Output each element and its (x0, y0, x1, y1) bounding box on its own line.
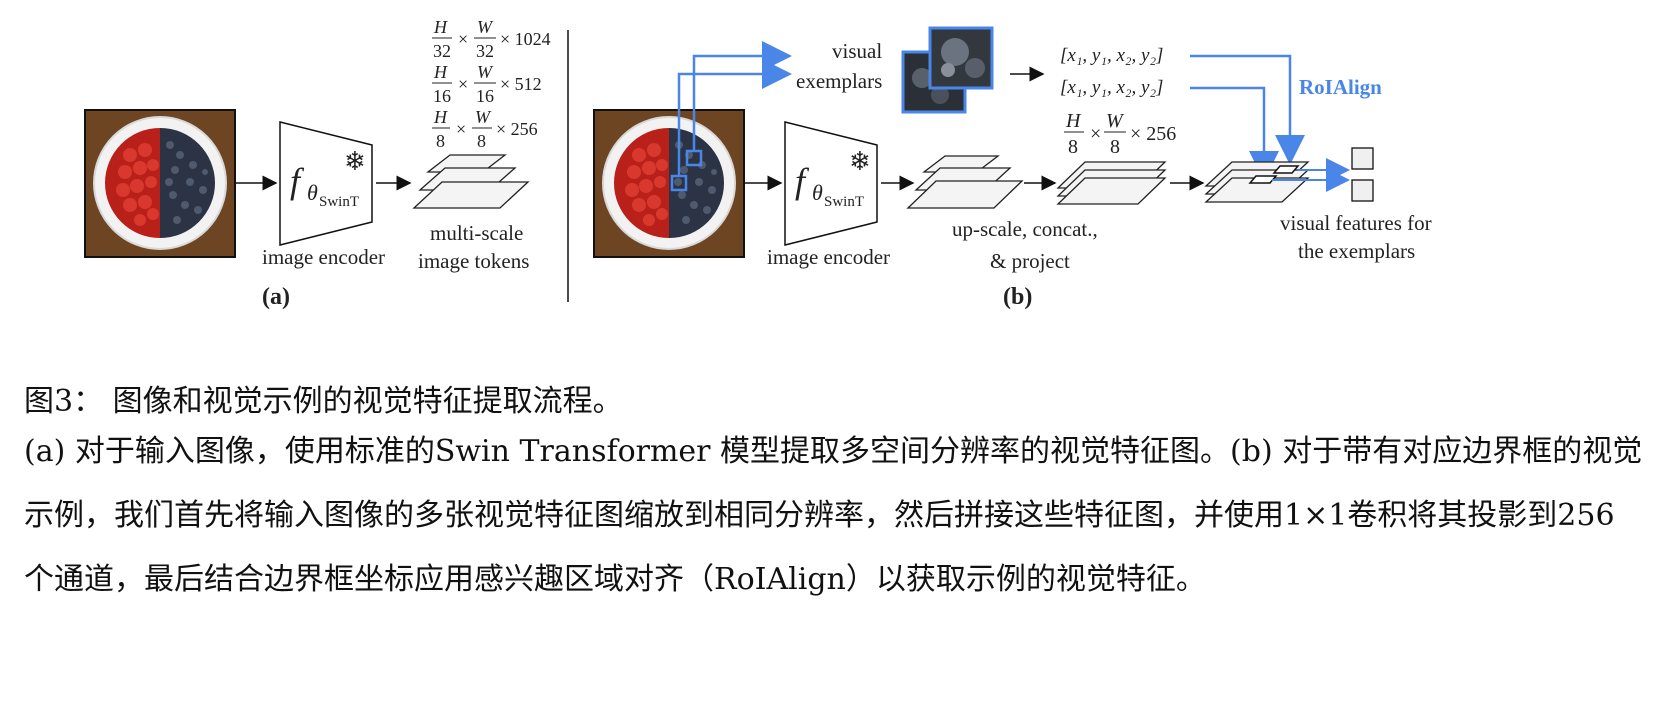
svg-text:×: × (458, 29, 468, 49)
svg-text:×: × (1090, 123, 1101, 145)
snowflake-icon: ❄ (849, 147, 871, 176)
svg-text:H: H (433, 17, 448, 37)
bbox-coords-1: [x₁, y₁, x₂, y₂] (1060, 45, 1163, 66)
svg-text:θ: θ (307, 180, 318, 205)
roi-feature-maps (1204, 161, 1310, 203)
image-encoder-label-a: image encoder (262, 245, 385, 269)
figure-caption-body: (a) 对于输入图像，使用标准的Swin Transformer 模型提取多空间… (24, 434, 1643, 597)
svg-text:image tokens: image tokens (418, 249, 529, 273)
bbox-coords-2: [x₁, y₁, x₂, y₂] (1060, 77, 1163, 98)
svg-text:θ: θ (812, 180, 823, 205)
multi-scale-label: multi-scale (430, 221, 523, 245)
input-image-b (593, 109, 745, 258)
svg-text:W: W (477, 62, 494, 82)
roialign-label: RoIAlign (1299, 75, 1382, 99)
multi-scale-tokens-b (906, 155, 1024, 209)
svg-text:× 1024: × 1024 (500, 29, 551, 49)
svg-text:16: 16 (476, 86, 494, 106)
exemplar-crops (901, 26, 994, 114)
projected-features (1056, 161, 1167, 205)
image-encoder-a: f θ SwinT ❄ (279, 121, 373, 246)
input-image-a (84, 109, 236, 258)
scale-formula-256: H 8 × W 8 × 256 (1064, 110, 1176, 158)
upscale-label: up-scale, concat., (952, 217, 1098, 241)
svg-text:32: 32 (476, 41, 494, 61)
svg-text:× 256: × 256 (1130, 123, 1176, 145)
svg-text:32: 32 (433, 41, 451, 61)
multi-scale-tokens (412, 154, 530, 209)
svg-text:exemplars: exemplars (796, 69, 882, 93)
svg-text:SwinT: SwinT (319, 194, 359, 210)
snowflake-icon: ❄ (344, 147, 366, 176)
visual-features-label: visual features for (1280, 211, 1432, 235)
svg-text:×: × (456, 119, 466, 139)
panel-b-label: (b) (1003, 284, 1032, 310)
scale-formula-8: H 8 × W 8 × 256 (432, 107, 538, 151)
figure-caption-title: 图3： 图像和视觉示例的视觉特征提取流程。 (24, 384, 623, 419)
svg-text:W: W (1106, 110, 1125, 132)
svg-text:×: × (458, 74, 468, 94)
visual-exemplars-label: visual (832, 39, 882, 63)
svg-text:H: H (1065, 110, 1082, 132)
scale-formula-32: H 32 × W 32 × 1024 (432, 17, 551, 61)
svg-text:× 256: × 256 (496, 119, 538, 139)
svg-text:W: W (475, 107, 492, 127)
svg-text:16: 16 (433, 86, 451, 106)
svg-text:SwinT: SwinT (824, 194, 864, 210)
image-encoder-label-b: image encoder (767, 245, 890, 269)
panel-a: f θ SwinT ❄ image encoder multi-scale im… (84, 17, 551, 310)
svg-text:H: H (433, 107, 448, 127)
svg-text:8: 8 (1110, 136, 1120, 158)
scale-formula-16: H 16 × W 16 × 512 (432, 62, 542, 106)
svg-text:8: 8 (1068, 136, 1078, 158)
svg-text:W: W (477, 17, 494, 37)
exemplar-feature-1 (1351, 147, 1374, 170)
image-encoder-b: f θ SwinT ❄ (784, 121, 878, 246)
svg-text:8: 8 (436, 131, 445, 151)
svg-text:the exemplars: the exemplars (1298, 239, 1415, 263)
exemplar-feature-2 (1351, 179, 1374, 202)
svg-text:× 512: × 512 (500, 74, 542, 94)
panel-a-label: (a) (262, 284, 290, 310)
pipeline-figure: f θ SwinT ❄ image encoder multi-scale im… (84, 17, 1432, 310)
svg-text:H: H (433, 62, 448, 82)
panel-b: visual exemplars [x₁, y₁, x₂, y₂] [x₁, y… (593, 26, 1432, 310)
svg-text:& project: & project (990, 249, 1070, 273)
svg-text:8: 8 (477, 131, 486, 151)
